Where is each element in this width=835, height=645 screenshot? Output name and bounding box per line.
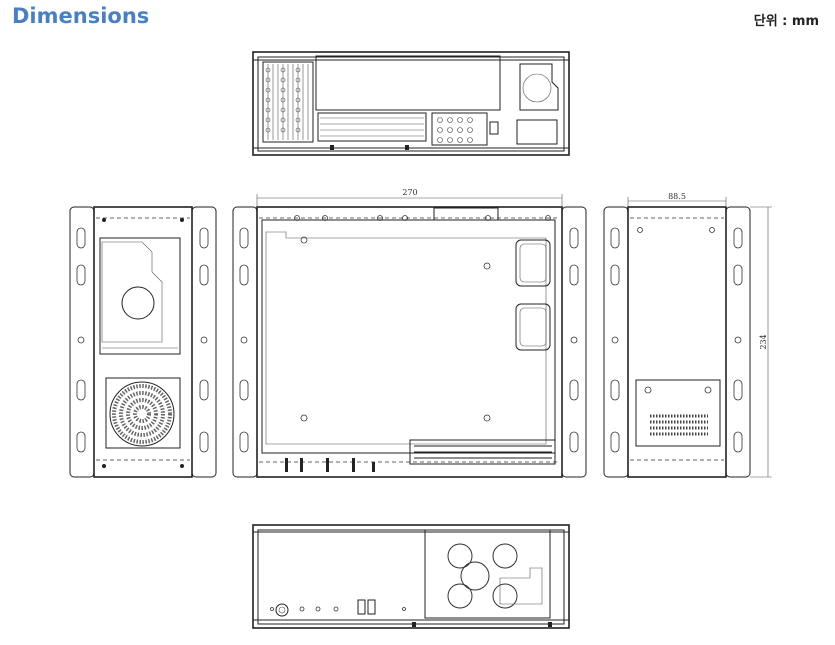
right-side-view: 88.5 234 (603, 192, 772, 478)
depth-dimension-label: 88.5 (668, 192, 686, 201)
front-view: 270 (232, 188, 587, 478)
height-dimension-label: 234 (759, 334, 768, 349)
page-title: Dimensions (12, 4, 150, 28)
unit-label: 단위 : mm (753, 14, 819, 29)
top-view (252, 51, 570, 156)
bottom-view (252, 524, 570, 629)
width-dimension-label: 270 (402, 188, 417, 197)
left-side-view (69, 206, 217, 478)
